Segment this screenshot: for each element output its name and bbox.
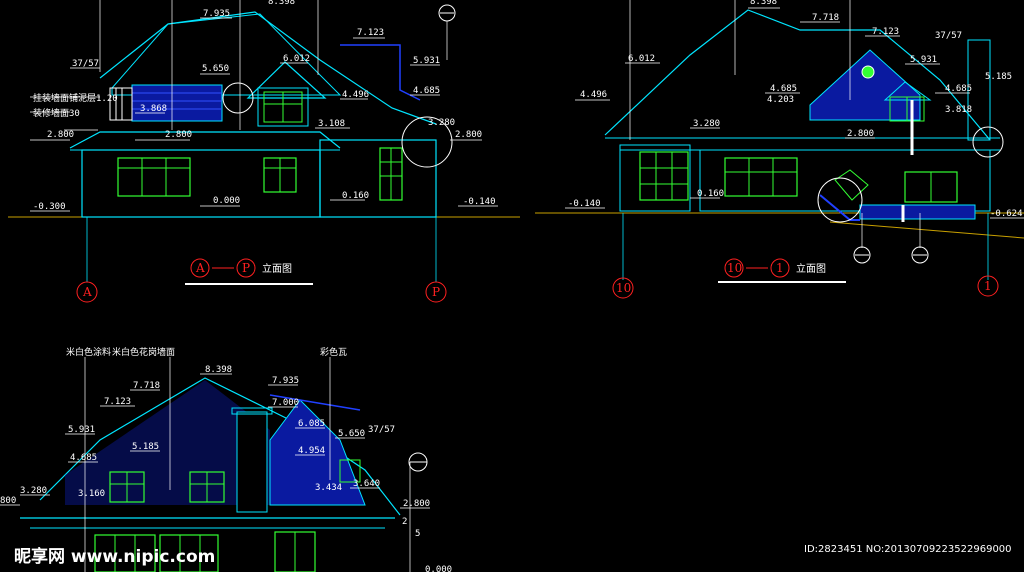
dimension-label: 6.012 [628,54,655,64]
dimension-label: 装修墙面30 [33,107,80,119]
dimension-label: 4.685 [945,84,972,94]
dimension-label: 4.203 [767,95,794,105]
elevation-bottom [0,357,430,572]
dimension-label: 7.123 [872,27,899,37]
axis-label: 1 [984,279,992,293]
dimension-label: -0.300 [33,202,66,212]
dimension-label: 挂装墙面铺泥层1.20 [33,92,118,104]
dimension-label: 2.800 [47,130,74,140]
elevation-10-1 [535,0,1024,299]
dimension-label: 2.800 [455,130,482,140]
elevation-a-p [8,0,520,303]
dimension-label: 5.185 [985,72,1012,82]
dimension-label: 0.160 [697,189,724,199]
axis-label: 1 [776,261,784,275]
dimension-label: 3.280 [428,118,455,128]
dimension-label: 8.398 [268,0,295,7]
dimension-label: 5.931 [413,56,440,66]
watermark-id: ID:2823451 NO:20130709223522969000 [804,544,1012,555]
dimension-label: 6.085 [298,419,325,429]
dimension-label: 0.000 [213,196,240,206]
dimension-label: 7.123 [104,397,131,407]
dimension-label: 37/57 [935,31,962,41]
dimension-label: 37/57 [368,425,395,435]
dimension-label: 3.434 [315,483,342,493]
dimension-label: 米白色涂料 [66,346,111,358]
dimension-label: 7.935 [203,9,230,19]
dimension-label: 3.280 [20,486,47,496]
dimension-label: 4.685 [70,453,97,463]
dimension-label: 3.160 [78,489,105,499]
dimension-label: 7.718 [133,381,160,391]
dimension-label: 4.954 [298,446,325,456]
dimension-label: 0.160 [342,191,369,201]
dimension-label: 2.800 [403,499,430,509]
dimension-label: 6.012 [283,54,310,64]
dimension-label: 0.000 [425,565,452,572]
dimension-label: 4.496 [580,90,607,100]
axis-label: A [195,261,205,275]
dimension-label: 米白色花岗墙面 [112,346,175,358]
elevation-title: 立面图 [796,262,826,275]
dimension-label: 5.185 [132,442,159,452]
dimension-label: 3.108 [318,119,345,129]
dimension-label: 4.685 [413,86,440,96]
dimension-label: 2.800 [847,129,874,139]
dimension-label: 8.398 [750,0,777,7]
dimension-label: -0.140 [463,197,496,207]
dimension-label: 5.650 [202,64,229,74]
dimension-label: 3.280 [693,119,720,129]
axis-label: P [242,261,250,275]
dimension-label: 37/57 [72,59,99,69]
elevation-title: 立面图 [262,262,292,275]
axis-label: 10 [616,281,631,295]
dimension-label: 5.650 [338,429,365,439]
axis-label: P [432,285,440,299]
dimension-label: 7.000 [272,398,299,408]
dimension-label: 3.868 [140,104,167,114]
dimension-label: 2.800 [165,130,192,140]
dimension-label: 5.931 [910,55,937,65]
dimension-label: 彩色瓦 [320,346,347,358]
watermark-logo: 昵享网 www.nipic.com [14,547,216,567]
dimension-label: 4.496 [342,90,369,100]
dimension-label: 4.685 [770,84,797,94]
dimension-label: 800 [0,496,16,506]
axis-label: 10 [727,261,742,275]
dimension-label: -0.624 [990,209,1023,219]
dimension-label: 5 [415,529,420,539]
dimension-label: 2 [402,517,407,527]
dimension-label: 5.931 [68,425,95,435]
dimension-label: 8.398 [205,365,232,375]
dimension-label: 3.640 [353,479,380,489]
dimension-label: -0.140 [568,199,601,209]
dimension-label: 7.718 [812,13,839,23]
dimension-label: 7.935 [272,376,299,386]
dimension-label: 7.123 [357,28,384,38]
dimension-label: 3.818 [945,105,972,115]
axis-label: A [82,285,92,299]
